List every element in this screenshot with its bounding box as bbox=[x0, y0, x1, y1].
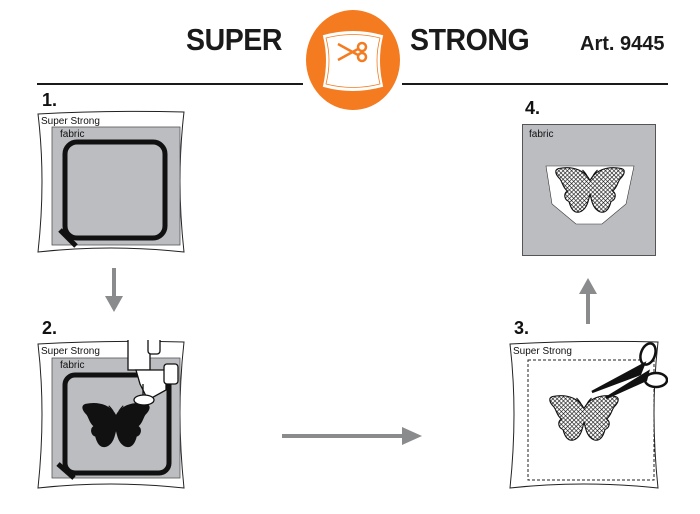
header-rule-left bbox=[37, 83, 303, 85]
title-super: SUPER bbox=[186, 22, 282, 57]
step-3-illustration bbox=[509, 340, 668, 489]
step-2-fabric-label: fabric bbox=[60, 360, 85, 371]
step-1-illustration bbox=[37, 110, 185, 253]
arrow-right-icon bbox=[282, 427, 422, 445]
step-2-illustration bbox=[37, 340, 185, 489]
article-number: Art. 9445 bbox=[580, 33, 665, 55]
step-4-illustration bbox=[522, 124, 656, 256]
step-1-fabric-label: fabric bbox=[60, 129, 85, 140]
header-rule-right bbox=[402, 83, 668, 85]
step-4-fabric-label: fabric bbox=[529, 129, 554, 140]
brand-logo-scissors-icon bbox=[306, 10, 400, 110]
step-1-number: 1. bbox=[42, 90, 58, 110]
title-strong: STRONG bbox=[410, 22, 530, 57]
step-2-stabilizer-label: Super Strong bbox=[41, 346, 100, 357]
step-1-stabilizer-label: Super Strong bbox=[41, 116, 100, 127]
step-4-number: 4. bbox=[525, 98, 541, 118]
arrow-down-icon bbox=[105, 268, 123, 312]
step-2-number: 2. bbox=[42, 318, 58, 338]
arrow-up-icon bbox=[579, 278, 597, 324]
step-3-stabilizer-label: Super Strong bbox=[513, 346, 572, 357]
step-3-number: 3. bbox=[514, 318, 530, 338]
